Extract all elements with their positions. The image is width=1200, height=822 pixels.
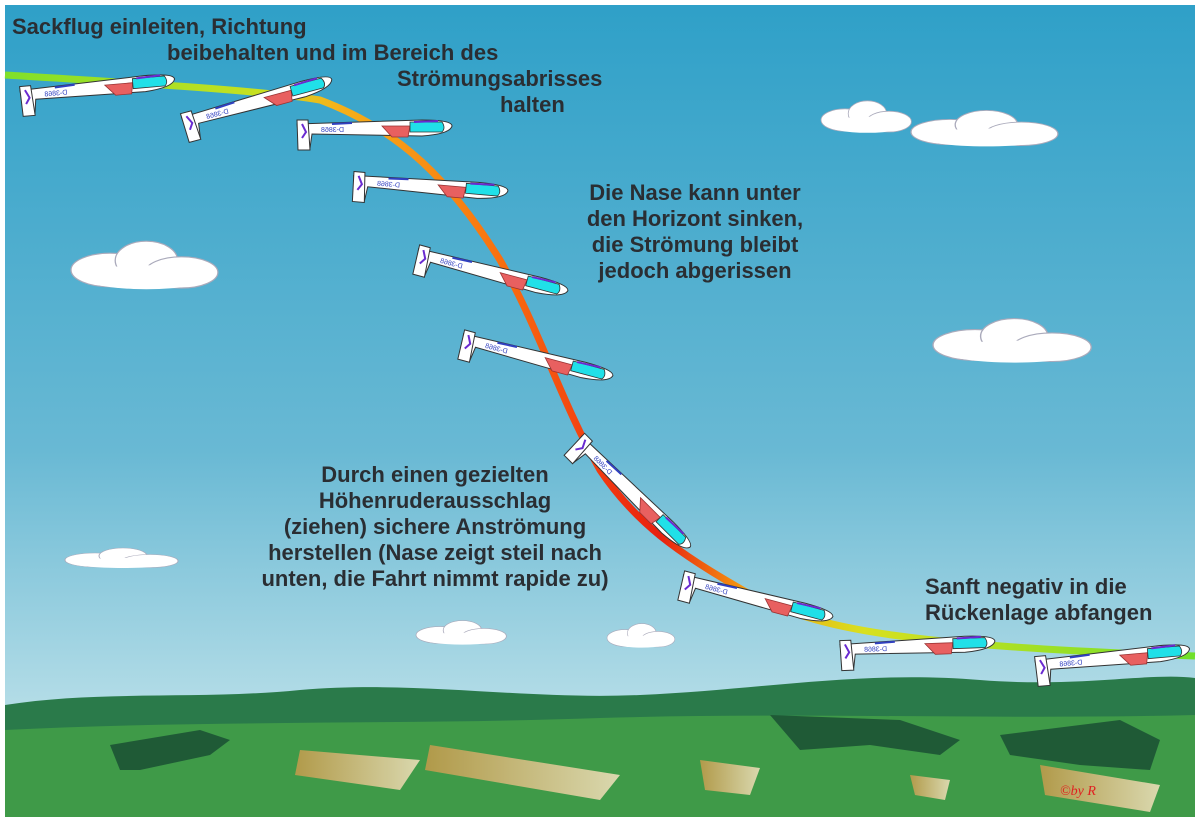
- fields: [295, 745, 1160, 812]
- signature: ©by R: [1060, 784, 1096, 799]
- glider-registration: D-3868: [377, 181, 401, 190]
- glider: D-3868: [838, 634, 997, 672]
- annotation-line: (ziehen) sichere Anströmung: [283, 514, 587, 539]
- annotation-line: Rückenlage abfangen: [925, 600, 1153, 625]
- glider-shadows: [110, 715, 1160, 770]
- annotation-line: die Strömung bleibt: [591, 232, 799, 257]
- annotation-line: Strömungsabrisses: [397, 66, 603, 91]
- annotation-line: den Horizont sinken,: [586, 206, 804, 231]
- annotation-line: herstellen (Nase zeigt steil nach: [268, 540, 602, 565]
- glider-registration: D-3868: [44, 89, 68, 98]
- annotation-line: Höhenruderausschlag: [318, 488, 552, 513]
- glider: D-3868: [1033, 642, 1193, 688]
- annotation-line: Sackflug einleiten, Richtung: [12, 14, 307, 39]
- annotation-line: beibehalten und im Bereich des: [167, 40, 499, 65]
- annotation-line: unten, die Fahrt nimmt rapide zu): [261, 566, 609, 591]
- annotation-line: halten: [500, 92, 565, 117]
- annotation-step1: Sackflug einleiten, Richtung beibehalten…: [12, 14, 602, 118]
- glider-registration: D-3868: [1059, 659, 1083, 668]
- annotation-line: Durch einen gezielten: [321, 462, 549, 487]
- annotation-step4: Sanft negativ in die Rückenlage abfangen: [925, 574, 1152, 626]
- annotation-step2: Die Nase kann unter den Horizont sinken,…: [560, 180, 830, 284]
- glider: D-3868: [18, 72, 178, 118]
- glider: D-3868: [350, 170, 510, 216]
- glider: D-3868: [296, 119, 453, 151]
- annotation-line: jedoch abgerissen: [598, 258, 792, 283]
- annotation-line: Die Nase kann unter: [589, 180, 801, 205]
- annotation-step3: Durch einen gezielten Höhenruderausschla…: [235, 462, 635, 592]
- glider-registration: D-3868: [864, 646, 887, 654]
- gliders: D-3868D-3868D-3868D-3868D-3868D-3868D-38…: [18, 72, 1193, 688]
- ground: [5, 715, 1195, 817]
- glider-registration: D-3868: [321, 127, 344, 134]
- annotation-line: Sanft negativ in die: [925, 574, 1127, 599]
